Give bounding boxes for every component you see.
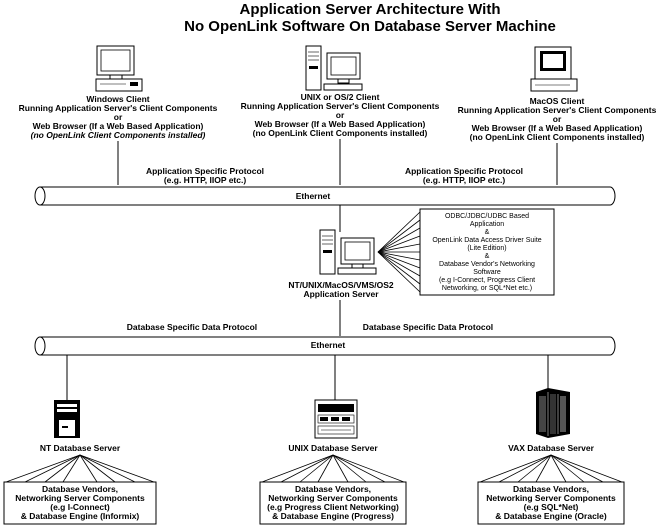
client-windows-line-4: Web Browser (If a Web Based Application): [33, 121, 204, 131]
client-mac-line-3: or: [553, 114, 562, 124]
middleware-line-4: OpenLink Data Access Driver Suite: [432, 237, 541, 244]
client-label-mac: MacOS Client Running Application Server'…: [458, 96, 657, 142]
db-fan-unix: [261, 454, 405, 483]
db-fan-vax: [479, 454, 623, 483]
db-server-label-vax: VAX Database Server: [508, 443, 595, 453]
vax-server-icon: [536, 388, 570, 438]
middleware-box: ODBC/JDBC/UDBC Based Application & OpenL…: [419, 208, 555, 296]
db-nt-line-3: (e.g I-Connect): [50, 502, 110, 512]
unix-server-icon: [314, 399, 358, 439]
ethernet-cable-bottom: Ethernet: [34, 336, 616, 356]
middleware-line-1: ODBC/JDBC/UDBC Based: [445, 213, 529, 220]
db-fan-nt: [5, 454, 155, 483]
client-label-unix: UNIX or OS/2 Client Running Application …: [241, 92, 440, 138]
db-unix-line-4: & Database Engine (Progress): [272, 511, 394, 521]
middleware-line-6: &: [485, 253, 490, 260]
app-protocol-right-line-2: (e.g. HTTP, IIOP etc.): [423, 175, 506, 185]
middleware-line-2: Application: [470, 221, 504, 228]
mac-computer-icon: [530, 46, 578, 92]
app-protocol-right-line-1: Application Specific Protocol: [405, 166, 523, 176]
client-mac-line-1: MacOS Client: [530, 96, 585, 106]
client-windows-line-3: or: [114, 112, 123, 122]
unix-workstation-icon: [305, 45, 363, 91]
db-protocol-left: Database Specific Data Protocol: [127, 322, 257, 332]
client-unix-line-5: (no OpenLink Client Components installed…: [253, 128, 428, 138]
windows-pc-icon: [95, 45, 143, 92]
middleware-line-8: Software: [473, 269, 501, 276]
ethernet-cable-top: Ethernet: [34, 186, 616, 206]
app-server-label-line-2: Application Server: [303, 289, 379, 299]
title-line-1: Application Server Architecture With: [239, 1, 500, 18]
client-label-windows: Windows Client Running Application Serve…: [19, 94, 218, 140]
ethernet-bottom-label: Ethernet: [311, 340, 346, 350]
client-unix-line-1: UNIX or OS/2 Client: [301, 92, 380, 102]
middleware-line-3: &: [485, 229, 490, 236]
title-line-2: No OpenLink Software On Database Server …: [184, 18, 556, 35]
client-mac-line-2: Running Application Server's Client Comp…: [458, 105, 657, 115]
db-vax-line-1: Database Vendors,: [513, 484, 589, 494]
client-mac-line-4: Web Browser (If a Web Based Application): [472, 123, 643, 133]
client-unix-line-3: or: [336, 110, 345, 120]
middleware-fan: [377, 211, 421, 293]
client-windows-line-2: Running Application Server's Client Comp…: [19, 103, 218, 113]
client-unix-line-4: Web Browser (If a Web Based Application): [255, 119, 426, 129]
client-unix-line-2: Running Application Server's Client Comp…: [241, 101, 440, 111]
db-box-vax: Database Vendors, Networking Server Comp…: [477, 481, 625, 525]
application-server-icon: [319, 229, 377, 275]
app-server-label-line-1: NT/UNIX/MacOS/VMS/OS2: [288, 280, 394, 290]
db-unix-line-1: Database Vendors,: [295, 484, 371, 494]
db-vax-line-4: & Database Engine (Oracle): [495, 511, 607, 521]
middleware-line-7: Database Vendor's Networking: [439, 261, 535, 268]
db-protocol-right: Database Specific Data Protocol: [363, 322, 493, 332]
client-windows-line-1: Windows Client: [86, 94, 149, 104]
ethernet-top-label: Ethernet: [296, 191, 331, 201]
db-nt-line-1: Database Vendors,: [42, 484, 118, 494]
client-mac-line-5: (no OpenLink Client Components installed…: [470, 132, 645, 142]
db-nt-line-4: & Database Engine (Informix): [21, 511, 140, 521]
app-protocol-left-line-2: (e.g. HTTP, IIOP etc.): [164, 175, 247, 185]
db-box-nt: Database Vendors, Networking Server Comp…: [3, 481, 157, 525]
db-drop-lines: [66, 355, 549, 400]
middleware-line-5: (Lite Edition): [467, 245, 506, 252]
client-windows-line-5: (no OpenLink Client Components installed…: [31, 130, 206, 140]
middleware-line-9: (e.g I-Connect, Progress Client: [439, 277, 535, 284]
db-unix-line-3: (e.g Progress Client Networking): [267, 502, 399, 512]
app-protocol-left-line-1: Application Specific Protocol: [146, 166, 264, 176]
db-server-label-nt: NT Database Server: [40, 443, 121, 453]
nt-server-tower-icon: [54, 400, 80, 438]
db-vax-line-3: (e.g SQL*Net): [524, 502, 579, 512]
db-nt-line-2: Networking Server Components: [15, 493, 145, 503]
db-server-label-unix: UNIX Database Server: [288, 443, 378, 453]
middleware-line-10: Networking, or SQL*Net etc.): [442, 285, 532, 292]
db-unix-line-2: Networking Server Components: [268, 493, 398, 503]
db-vax-line-2: Networking Server Components: [486, 493, 616, 503]
client-drop-lines: [117, 139, 558, 185]
db-box-unix: Database Vendors, Networking Server Comp…: [259, 481, 407, 525]
